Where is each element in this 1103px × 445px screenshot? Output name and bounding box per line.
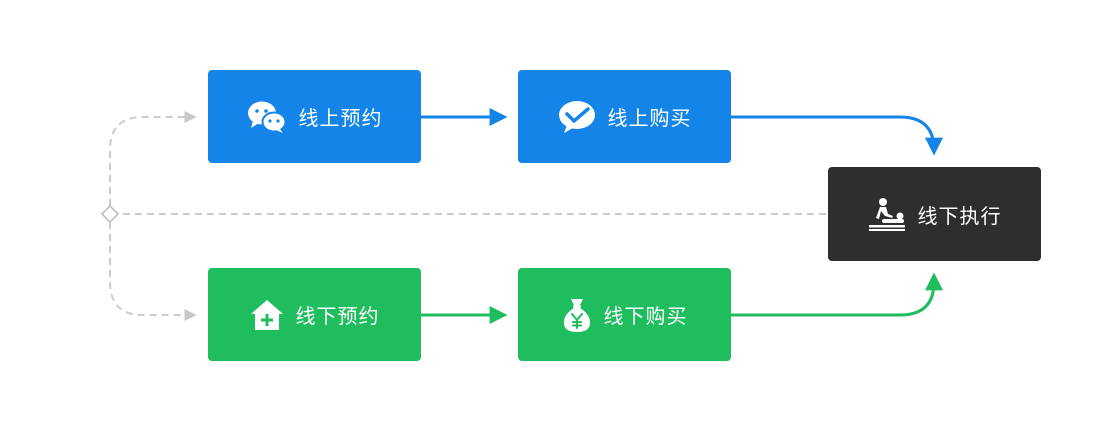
wechat-pay-icon bbox=[558, 100, 596, 134]
node-label: 线下执行 bbox=[917, 203, 1002, 228]
branch-diamond bbox=[100, 204, 120, 224]
edge-offline-purchase-to-execution bbox=[731, 272, 943, 317]
node-label: 线下购买 bbox=[603, 304, 688, 328]
node-online-purchase[interactable]: 线上购买 bbox=[518, 70, 731, 163]
node-offline-execution[interactable]: 线下执行 bbox=[828, 167, 1041, 261]
node-offline-reservation[interactable]: 线下预约 bbox=[208, 268, 421, 361]
node-label: 线下预约 bbox=[295, 304, 380, 328]
dashed-edge-to-offline-reservation bbox=[109, 222, 197, 321]
node-offline-purchase[interactable]: 线下购买 bbox=[518, 268, 731, 361]
wechat-icon bbox=[247, 100, 287, 134]
massage-icon bbox=[868, 197, 906, 231]
clinic-house-icon bbox=[250, 299, 284, 331]
money-bag-icon bbox=[562, 297, 592, 333]
edge-online-purchase-to-execution bbox=[731, 115, 943, 156]
dashed-edge-to-online-reservation bbox=[109, 111, 197, 206]
node-label: 线上购买 bbox=[607, 106, 692, 130]
node-online-reservation[interactable]: 线上预约 bbox=[208, 70, 421, 163]
node-label: 线上预约 bbox=[298, 106, 383, 130]
